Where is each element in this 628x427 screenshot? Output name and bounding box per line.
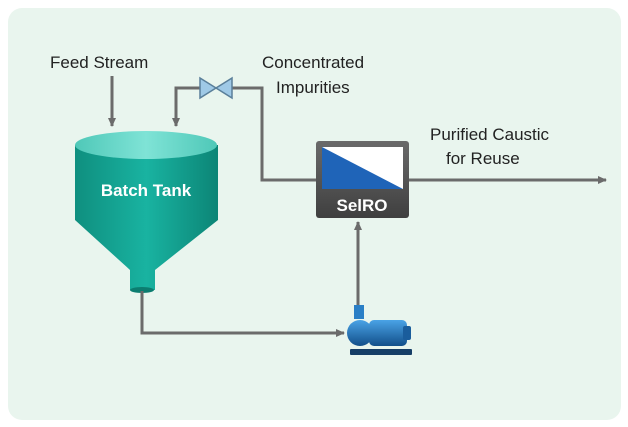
recycle-return-arrow [172, 86, 200, 127]
purified-caustic-label-line2: for Reuse [446, 149, 520, 168]
batch-tank: Batch Tank [75, 131, 218, 293]
purified-caustic-label-line1: Purified Caustic [430, 125, 550, 144]
concentrated-impurities-label-line2: Impurities [276, 78, 350, 97]
recycle-pipe [232, 86, 316, 182]
valve-icon [199, 76, 233, 100]
feed-stream-label: Feed Stream [50, 53, 148, 72]
selro-unit: SelRO [316, 141, 409, 218]
batch-tank-label: Batch Tank [101, 181, 192, 200]
concentrated-impurities-label-line1: Concentrated [262, 53, 364, 72]
selro-label: SelRO [336, 196, 387, 215]
tank-to-pump-pipe [140, 291, 345, 337]
pump-icon [347, 305, 412, 355]
